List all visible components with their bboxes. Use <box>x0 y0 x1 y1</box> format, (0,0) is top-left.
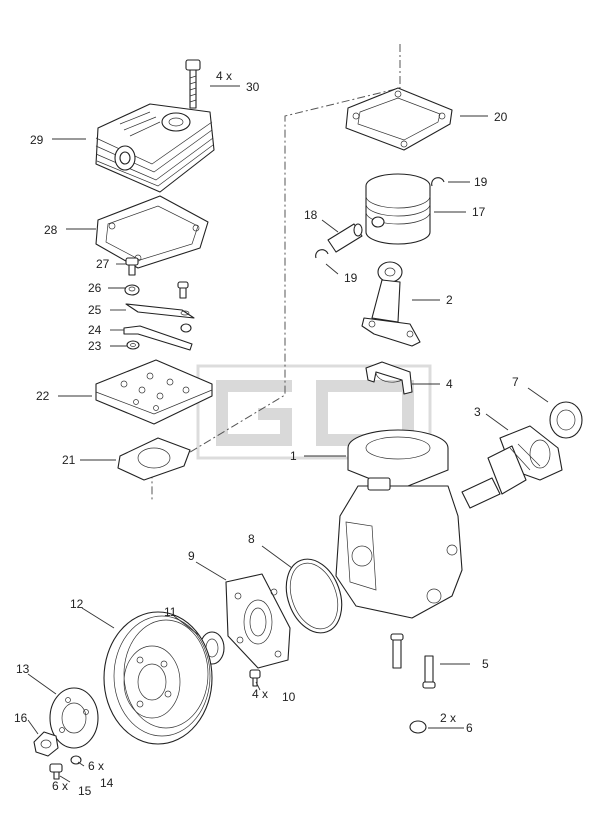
callout-2: 2 <box>446 293 453 307</box>
piston <box>365 173 431 245</box>
cylinder-head <box>95 103 215 193</box>
callout-7: 7 <box>512 375 519 389</box>
callout-22: 22 <box>36 389 50 403</box>
callout-9: 9 <box>188 549 195 563</box>
circlip-19-lower <box>315 249 329 259</box>
callout-14-qty: 6 x <box>88 759 104 773</box>
nut-near-25 <box>180 323 192 333</box>
callout-11: 11 <box>164 605 177 619</box>
callout-30: 30 <box>246 80 260 94</box>
hex-nut-16 <box>33 731 59 757</box>
pulley-hub <box>49 687 99 749</box>
callout-29: 29 <box>30 133 44 147</box>
callout-8: 8 <box>248 532 255 546</box>
callout-28: 28 <box>44 223 58 237</box>
circlip-19-upper <box>431 177 445 187</box>
crankcase <box>335 429 463 619</box>
callout-15-qty: 6 x <box>52 779 68 793</box>
screw-15 <box>49 763 63 780</box>
head-bolt <box>185 59 201 109</box>
crankshaft <box>461 425 563 509</box>
head-gasket <box>95 195 209 269</box>
callout-20: 20 <box>494 110 508 124</box>
o-ring <box>285 558 343 634</box>
callout-16: 16 <box>14 711 28 725</box>
gasket-21 <box>117 437 191 481</box>
plug-6 <box>409 720 427 734</box>
bolt-near-26 <box>177 281 189 299</box>
callout-19-lower: 19 <box>344 271 358 285</box>
screw-27 <box>125 257 139 276</box>
callout-labels: 4 x 30 29 28 27 26 25 24 23 22 21 20 19 … <box>14 69 519 798</box>
callout-5: 5 <box>482 657 489 671</box>
callout-19-upper: 19 <box>474 175 488 189</box>
connecting-rod <box>361 261 421 347</box>
callout-17: 17 <box>472 205 486 219</box>
callout-27: 27 <box>96 257 110 271</box>
nut-26 <box>124 284 140 296</box>
callout-23: 23 <box>88 339 102 353</box>
valve-plate-strip-25 <box>125 303 195 319</box>
end-cover <box>225 573 291 669</box>
screw-10 <box>249 669 261 687</box>
callout-30-qty: 4 x <box>216 69 232 83</box>
callout-1: 1 <box>290 449 297 463</box>
callout-15: 15 <box>78 784 92 798</box>
callout-21: 21 <box>62 453 76 467</box>
callout-6-qty: 2 x <box>440 711 456 725</box>
bearing-cap <box>365 361 413 395</box>
piston-pin <box>327 223 363 253</box>
leader-lines <box>27 85 549 783</box>
callout-18: 18 <box>304 208 318 222</box>
assembly-boundary-line <box>151 44 401 500</box>
bolts-5 <box>390 633 436 689</box>
callout-10: 10 <box>282 690 296 704</box>
washer-23 <box>126 340 140 350</box>
watermark-logo <box>196 364 432 460</box>
o-ring-inner <box>289 562 339 630</box>
callout-12: 12 <box>70 597 84 611</box>
pulley <box>103 611 213 745</box>
callout-3: 3 <box>474 405 481 419</box>
callout-10-qty: 4 x <box>252 687 268 701</box>
callout-24: 24 <box>88 323 102 337</box>
valve-plate-22 <box>95 359 213 425</box>
shaft-seal-7 <box>549 401 583 439</box>
callout-25: 25 <box>88 303 102 317</box>
gasket-20 <box>345 87 453 151</box>
reed-valve-24 <box>123 325 193 351</box>
callout-6: 6 <box>466 721 473 735</box>
callout-14: 14 <box>100 776 114 790</box>
callout-4: 4 <box>446 377 453 391</box>
callout-26: 26 <box>88 281 102 295</box>
callout-13: 13 <box>16 662 30 676</box>
